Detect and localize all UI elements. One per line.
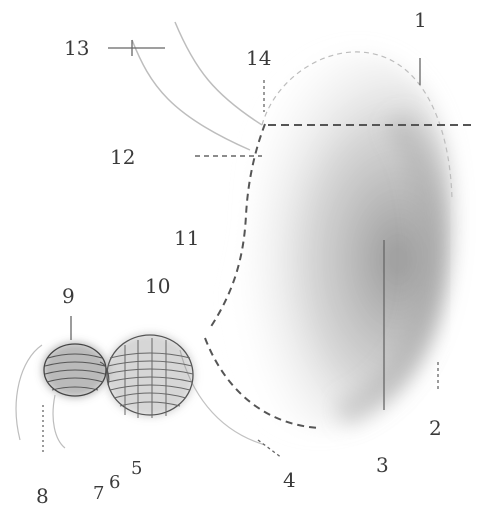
label-10: 10 — [145, 276, 170, 296]
label-6: 6 — [109, 474, 120, 492]
pyloric-canal — [105, 333, 195, 418]
label-13: 13 — [64, 38, 89, 58]
esophagus — [132, 22, 262, 150]
label-12: 12 — [110, 147, 135, 167]
label-2: 2 — [429, 418, 442, 438]
label-14: 14 — [246, 48, 271, 68]
label-3: 3 — [376, 455, 389, 475]
label-8: 8 — [36, 486, 49, 506]
label-9: 9 — [62, 286, 75, 306]
label-5: 5 — [131, 460, 142, 478]
stomach-body — [205, 52, 452, 429]
label-7: 7 — [93, 485, 104, 503]
label-4: 4 — [283, 470, 296, 490]
label-1: 1 — [414, 10, 427, 30]
label-11: 11 — [174, 228, 199, 248]
pyloric-sphincter — [42, 342, 109, 398]
